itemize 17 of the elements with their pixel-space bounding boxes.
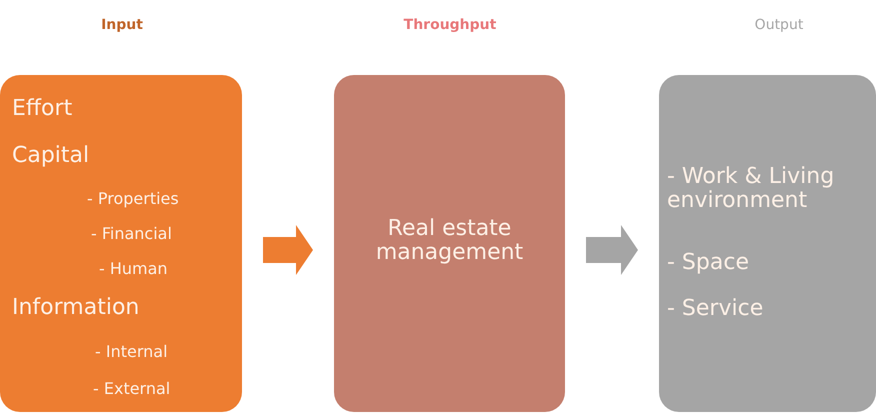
column-heading: Output (754, 17, 804, 33)
box-text: Capital (12, 144, 90, 168)
column-heading: Throughput (402, 17, 498, 33)
list-item: - Internal (95, 343, 168, 361)
box-text: Information (12, 296, 140, 320)
list-item: - External (93, 380, 170, 398)
box-text: - Service (667, 297, 764, 322)
box-text: - Work & Living environment (667, 165, 836, 214)
block-arrow (263, 225, 313, 275)
list-item: - Financial (91, 225, 172, 243)
list-item: - Human (99, 260, 168, 278)
box-text: - Space (667, 251, 749, 276)
box-text: Real estate management (374, 217, 524, 266)
column-heading: Input (100, 17, 144, 33)
block-arrow (586, 225, 638, 275)
box-text: Effort (12, 97, 72, 122)
list-item: - Properties (87, 190, 179, 208)
